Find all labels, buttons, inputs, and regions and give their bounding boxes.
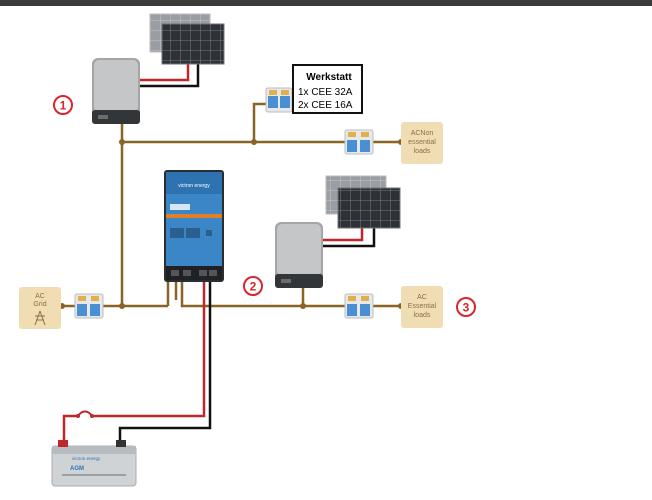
ac-grid-line-1: AC bbox=[35, 293, 45, 300]
workshop-label-box: Werkstatt 1x CEE 32A 2x CEE 16A bbox=[292, 64, 363, 114]
load-ac-grid: AC Grid bbox=[19, 287, 61, 329]
breaker-non-essential bbox=[344, 129, 374, 155]
pylon-icon bbox=[34, 310, 46, 326]
non-essential-line-3: loads bbox=[414, 148, 431, 155]
breaker-essential bbox=[344, 293, 374, 319]
battery-type-label: AGM bbox=[70, 466, 84, 472]
inverter-charger: victron energy bbox=[164, 170, 224, 282]
workshop-line-2: 2x CEE 16A bbox=[298, 100, 353, 111]
essential-line-2: Essential bbox=[408, 303, 437, 310]
solar-panel-array-2 bbox=[325, 175, 401, 229]
dc-wiring bbox=[62, 64, 376, 446]
marker-1-number: 1 bbox=[60, 99, 67, 113]
load-essential: AC Essential loads bbox=[401, 286, 443, 328]
solar-panel-array-1 bbox=[149, 13, 225, 65]
battery-brand-label: victron energy bbox=[72, 456, 101, 461]
breaker-grid bbox=[74, 293, 104, 319]
marker-1: 1 bbox=[53, 95, 73, 115]
load-non-essential: ACNon essential loads bbox=[401, 122, 443, 164]
workshop-title: Werkstatt bbox=[306, 72, 352, 83]
marker-2: 2 bbox=[243, 276, 263, 296]
pv-inverter-2 bbox=[275, 222, 323, 288]
pv-inverter-1 bbox=[92, 58, 140, 124]
non-essential-line-1: ACNon bbox=[411, 130, 434, 137]
non-essential-line-2: essential bbox=[408, 139, 436, 146]
fuse-icon bbox=[76, 410, 94, 418]
essential-line-3: loads bbox=[414, 312, 431, 319]
marker-3: 3 bbox=[456, 297, 476, 317]
window-top-bar bbox=[0, 0, 652, 6]
battery: victron energy AGM bbox=[51, 440, 137, 487]
marker-2-number: 2 bbox=[250, 280, 257, 294]
inverter-brand-label: victron energy bbox=[178, 183, 210, 189]
essential-line-1: AC bbox=[417, 294, 427, 301]
marker-3-number: 3 bbox=[463, 301, 470, 315]
ac-grid-line-2: Grid bbox=[33, 301, 46, 308]
breaker-workshop bbox=[265, 87, 293, 113]
workshop-line-1: 1x CEE 32A bbox=[298, 87, 353, 98]
